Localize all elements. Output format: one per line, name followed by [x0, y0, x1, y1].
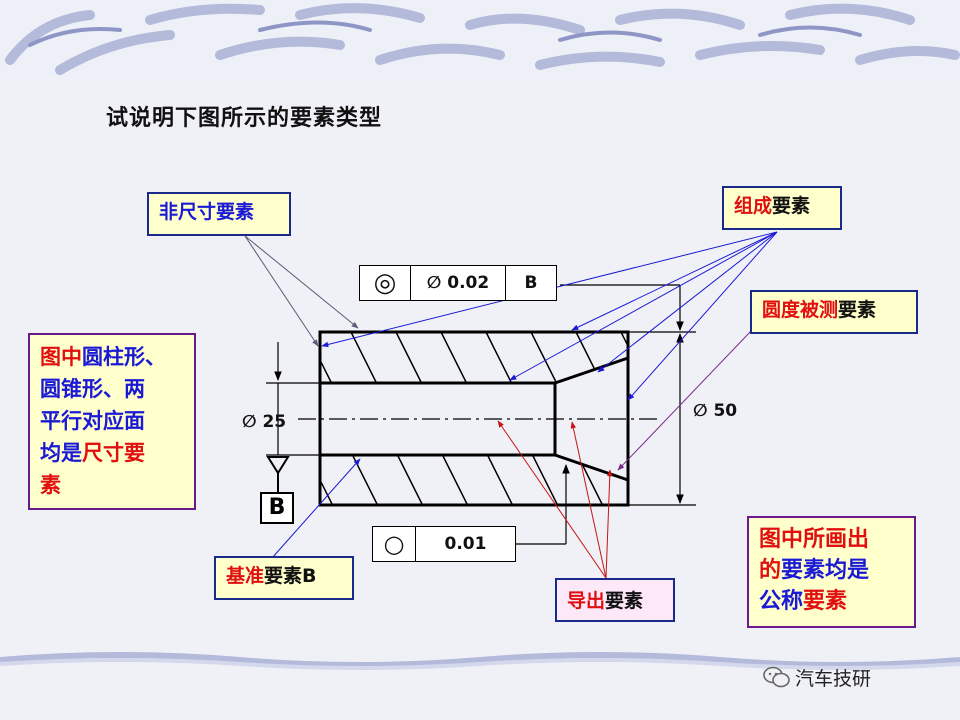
concentricity-datum: B: [524, 273, 538, 293]
roundness-icon: ○: [373, 527, 416, 561]
datum-symbol: [266, 456, 290, 492]
roundness-element-callout: 圆度被测要素: [750, 290, 918, 334]
watermark-text: 汽车技研: [795, 668, 872, 690]
inner-dimension: [266, 342, 320, 456]
hatch-bottom: [320, 455, 628, 505]
composite-element-callout: 组成要素: [722, 186, 842, 230]
derived-element-callout: 导出要素: [555, 578, 675, 622]
decorative-bottom-band: [0, 652, 960, 670]
derived-leaders: [497, 420, 613, 579]
roundness-frame: ○ 0.01: [372, 526, 516, 562]
outer-diameter-label: ∅ 50: [693, 401, 738, 421]
concentricity-frame: ◎ ∅ 0.02 B: [359, 265, 557, 301]
page-title: 试说明下图所示的要素类型: [106, 106, 383, 131]
wechat-icon: [763, 666, 790, 688]
inner-diameter-label: ∅ 25: [242, 412, 287, 432]
datum-element-callout: 基准要素B: [214, 556, 354, 600]
right-note: 图中所画出 的要素均是 公称要素: [747, 516, 916, 628]
concentricity-value: ∅ 0.02: [411, 266, 506, 300]
roundness-leader-purple: [617, 329, 753, 471]
datum-letter-box: B: [260, 492, 294, 524]
left-note: 图中圆柱形、 圆锥形、两 平行对应面 均是尺寸要 素: [28, 333, 196, 510]
concentricity-icon: ◎: [360, 266, 411, 300]
roundness-value: 0.01: [444, 534, 487, 554]
outer-dimension: [628, 331, 696, 506]
non-size-leaders: [244, 235, 359, 347]
part-outline: [318, 330, 630, 507]
non-size-element-callout: 非尺寸要素: [147, 192, 291, 236]
roundness-leader: [514, 464, 570, 545]
datum-leader: [271, 458, 361, 559]
decorative-banner: [0, 0, 960, 78]
